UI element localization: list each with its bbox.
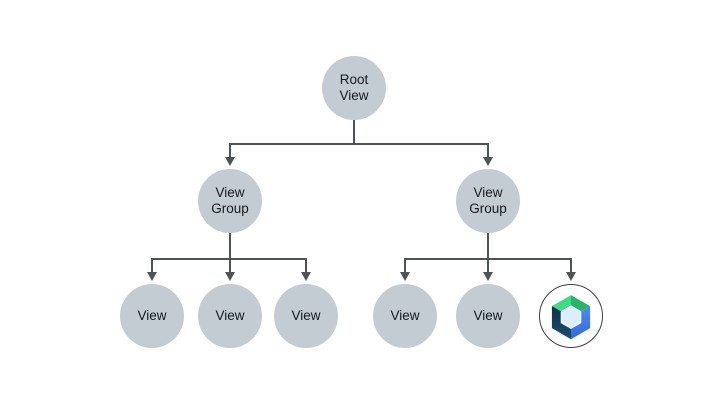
node-view-leaf-2: View [198,284,262,348]
arrowhead-right-leaf3 [566,272,576,281]
node-view-leaf-1: View [120,284,184,348]
connector-left-group-stem [229,233,231,259]
connector-left-leaf1-drop [151,258,153,273]
connector-root-stem [353,120,355,144]
connector-top-horizontal [229,143,489,145]
connector-left-leaf2-drop [229,258,231,273]
connector-group-right-drop [487,143,489,157]
node-view-group-right: View Group [456,169,520,233]
connector-right-leaf1-drop [404,258,406,273]
arrowhead-group-right [483,157,493,166]
connector-right-group-stem [487,233,489,259]
connector-left-leaf3-drop [305,258,307,273]
connector-right-leaf2-drop [487,258,489,273]
node-view-group-left: View Group [198,169,262,233]
arrowhead-left-leaf3 [301,272,311,281]
arrowhead-group-left [225,157,235,166]
arrowhead-left-leaf2 [225,272,235,281]
connector-group-left-drop [229,143,231,157]
node-root-view: Root View [322,56,386,120]
arrowhead-right-leaf2 [483,272,493,281]
arrowhead-left-leaf1 [147,272,157,281]
jetpack-compose-logo-icon [542,287,600,345]
node-view-leaf-5: View [456,284,520,348]
connector-right-leaf3-drop [570,258,572,273]
node-view-leaf-3: View [274,284,338,348]
arrowhead-right-leaf1 [400,272,410,281]
node-compose-leaf [539,284,603,348]
node-view-leaf-4: View [373,284,437,348]
